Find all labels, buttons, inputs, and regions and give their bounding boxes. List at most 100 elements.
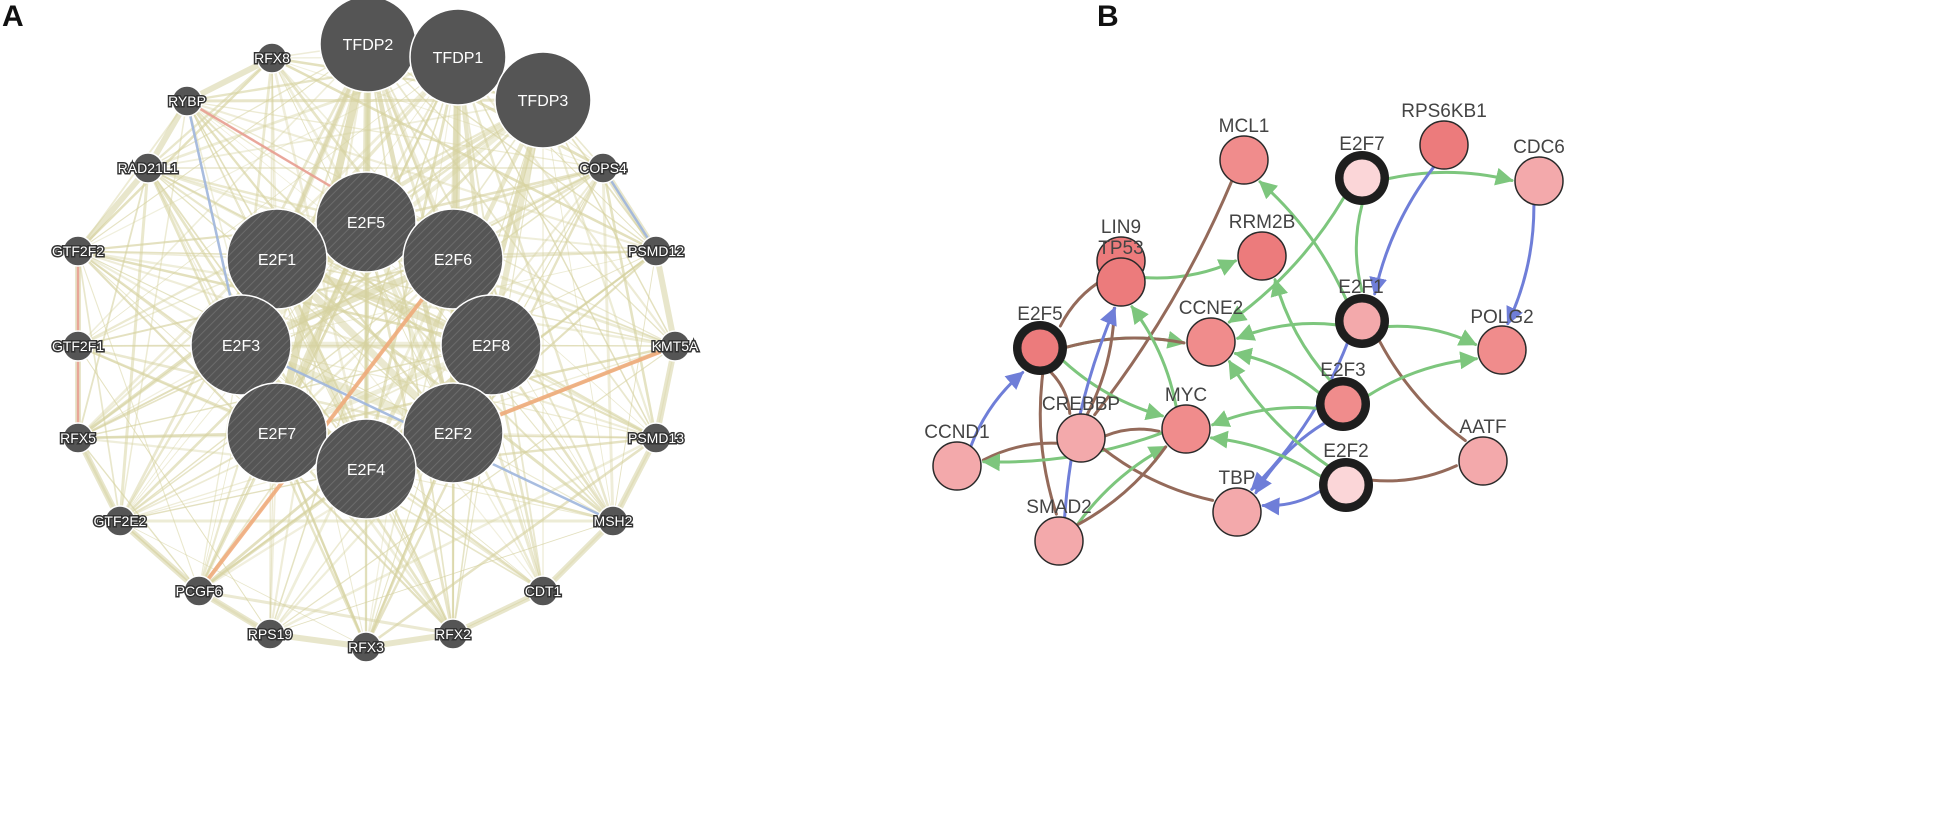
gene-node: E2F2 — [1319, 441, 1373, 512]
node-label: MSH2 — [594, 513, 633, 529]
network-edge — [147, 57, 273, 169]
interaction-edge — [1378, 339, 1467, 443]
interaction-edge — [1354, 203, 1364, 293]
node-label: GTF2E2 — [94, 513, 147, 529]
network-edge — [118, 167, 150, 522]
node-circle — [226, 382, 328, 484]
network-node: KMT5A — [650, 330, 700, 362]
node-label: PCGF6 — [176, 583, 223, 599]
network-edge — [451, 588, 545, 637]
node-circle — [104, 505, 136, 537]
gene-node: RRM2B — [1229, 212, 1296, 281]
gene-node: CREBBP — [1042, 394, 1120, 463]
node-label: POLG2 — [1470, 307, 1533, 328]
network-edge — [77, 167, 604, 439]
node-circle — [171, 85, 203, 117]
network-edge — [269, 631, 367, 650]
node-circle — [350, 631, 382, 663]
network-edge — [269, 436, 657, 636]
node-circle — [1056, 413, 1106, 463]
node-circle — [437, 618, 469, 650]
network-edge — [186, 100, 614, 522]
node-circle — [1419, 120, 1469, 170]
node-label: GTF2F1 — [52, 338, 104, 354]
node-label: CCND1 — [924, 422, 989, 443]
network-edge — [269, 345, 676, 635]
network-edge — [77, 345, 271, 635]
network-edge — [118, 518, 201, 594]
interaction-edge — [1261, 490, 1322, 516]
network-edge — [77, 167, 149, 439]
gene-node: AATF — [1458, 417, 1508, 486]
interaction-edge — [1209, 430, 1322, 478]
node-circle — [256, 42, 288, 74]
interaction-edge — [1075, 445, 1168, 527]
network-edge — [186, 98, 544, 103]
network-node: RPS19 — [246, 618, 294, 650]
interaction-edge — [1065, 336, 1186, 349]
network-edge — [77, 250, 657, 439]
panel-b-edges — [969, 165, 1536, 527]
interaction-edge — [969, 371, 1025, 448]
network-edge — [365, 436, 657, 649]
interaction-edge — [981, 441, 1060, 462]
network-node: RFX5 — [59, 422, 98, 454]
node-label: E2F5 — [1017, 304, 1062, 325]
node-label: SMAD2 — [1026, 497, 1091, 518]
node-label: RFX3 — [348, 639, 384, 655]
node-label: RFX8 — [254, 50, 290, 66]
network-node: PCGF6 — [174, 575, 224, 607]
network-edge — [119, 100, 188, 522]
node-circle — [1186, 317, 1236, 367]
network-edge — [147, 167, 657, 439]
interaction-edge — [1233, 347, 1321, 394]
node-circle — [1161, 404, 1211, 454]
node-label: E2F4 — [347, 462, 385, 479]
gene-node: E2F1 — [1335, 277, 1389, 348]
node-circle — [640, 422, 672, 454]
node-circle — [402, 208, 504, 310]
network-edge — [612, 250, 657, 522]
node-circle — [62, 330, 94, 362]
node-circle — [315, 418, 417, 520]
network-node: PSMD13 — [626, 422, 686, 454]
interaction-edge — [1103, 427, 1161, 438]
node-label: RPS19 — [248, 626, 293, 642]
network-edge — [540, 518, 616, 594]
interaction-edge — [1254, 421, 1326, 495]
node-label: TFDP2 — [343, 37, 394, 54]
node-label: CCNE2 — [1179, 298, 1243, 319]
node-label: COPS4 — [579, 160, 627, 176]
network-edge — [75, 166, 151, 253]
node-label: RFX2 — [435, 626, 471, 642]
node-circle — [659, 330, 691, 362]
network-node: GTF2F2 — [50, 235, 106, 267]
node-label: RRM2B — [1229, 212, 1296, 233]
network-node: COPS4 — [578, 152, 628, 184]
node-circle — [1342, 158, 1382, 198]
node-circle — [932, 441, 982, 491]
network-edge — [653, 250, 678, 347]
panel-a-letter: A — [2, 0, 24, 33]
network-edge — [271, 56, 657, 253]
network-node: PSMD12 — [626, 235, 686, 267]
network-node: E2F2 — [402, 382, 504, 484]
interaction-edge — [1063, 306, 1117, 520]
node-label: E2F6 — [434, 252, 472, 269]
interaction-edge — [1250, 342, 1349, 491]
node-circle — [226, 208, 328, 310]
gene-node: TBP — [1212, 468, 1262, 537]
network-edge — [77, 56, 459, 252]
node-circle — [527, 575, 559, 607]
node-label: E2F5 — [347, 215, 385, 232]
interaction-edge — [1369, 165, 1436, 296]
interaction-edge — [1101, 446, 1215, 502]
node-circle — [640, 235, 672, 267]
node-circle — [1326, 465, 1366, 505]
node-circle — [1212, 487, 1262, 537]
gene-node: POLG2 — [1470, 307, 1534, 375]
node-label: RYBP — [168, 93, 206, 109]
network-edge — [77, 249, 676, 348]
